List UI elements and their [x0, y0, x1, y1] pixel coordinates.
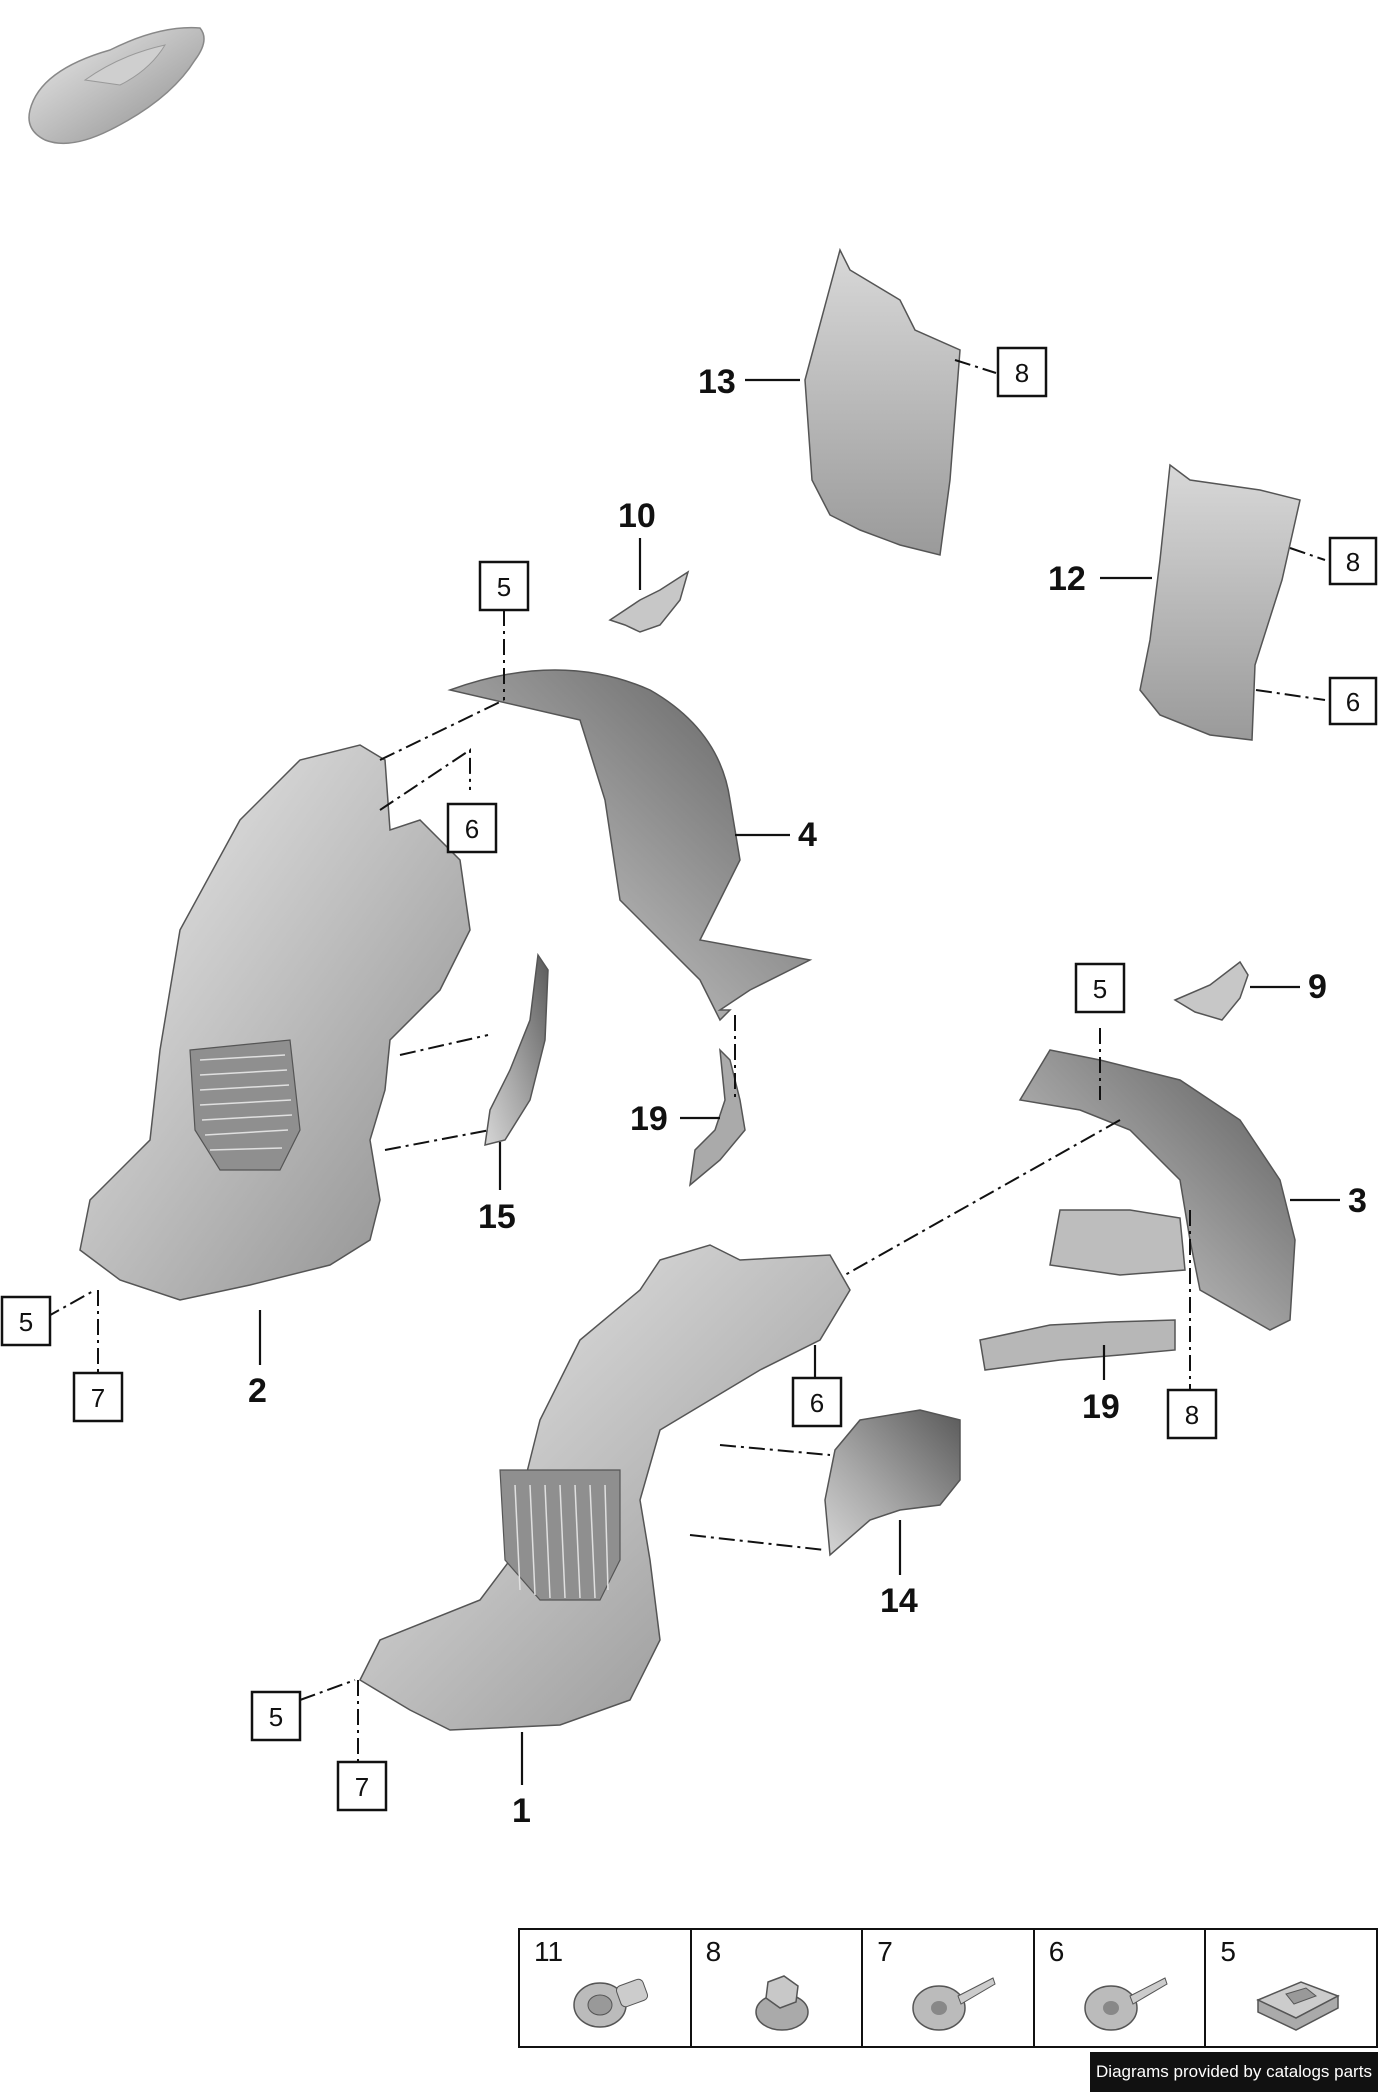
legend-cell-11: 11	[520, 1930, 692, 2046]
boxed-callout-6-top: 6	[446, 802, 498, 854]
boxed-callout-5-part1: 5	[250, 1690, 302, 1742]
clip-rivet-icon	[573, 1978, 649, 2028]
callout-12: 12	[1048, 560, 1086, 598]
svg-text:8: 8	[1346, 547, 1360, 577]
callout-19-right: 19	[1082, 1388, 1120, 1426]
part-12-shape	[1139, 463, 1301, 741]
svg-text:6: 6	[1346, 687, 1360, 717]
part-3-lower-panel	[1049, 1209, 1186, 1276]
callout-2: 2	[248, 1372, 267, 1410]
footer-credit: Diagrams provided by catalogs parts	[1090, 2052, 1378, 2092]
legend-number: 7	[877, 1936, 893, 1967]
svg-text:6: 6	[465, 814, 479, 844]
part-9-shape	[1173, 960, 1249, 1021]
legend-cell-5: 5	[1206, 1930, 1376, 2046]
boxed-callout-7-part2: 7	[72, 1371, 124, 1423]
boxed-callout-6-part12: 6	[1328, 676, 1378, 726]
legend-cell-8: 8	[692, 1930, 864, 2046]
hex-nut-icon	[754, 1975, 809, 2031]
spring-nut-icon	[1256, 1981, 1341, 2031]
svg-text:5: 5	[269, 1702, 283, 1732]
callout-19-upper: 19	[630, 1100, 668, 1138]
legend-cell-7: 7	[863, 1930, 1035, 2046]
part-14-shape	[824, 1409, 961, 1557]
callout-13: 13	[698, 363, 736, 401]
screw-icon	[1084, 1977, 1168, 2031]
legend-number: 5	[1220, 1936, 1236, 1967]
callout-4: 4	[798, 816, 817, 854]
boxed-callout-8-part12: 8	[1328, 536, 1378, 586]
part-10-shape	[608, 570, 690, 633]
part-2-grille	[189, 1039, 301, 1171]
callout-15: 15	[478, 1198, 516, 1236]
legend-number: 6	[1048, 1936, 1065, 1967]
connection-lines	[44, 359, 1326, 1768]
callout-9: 9	[1308, 968, 1327, 1006]
callout-14: 14	[880, 1582, 918, 1620]
boxed-callout-5-part3: 5	[1074, 962, 1126, 1014]
part-1-grille	[499, 1469, 621, 1601]
svg-text:7: 7	[91, 1383, 105, 1413]
part-15-shape	[484, 952, 549, 1146]
boxed-callout-6-part1: 6	[791, 1376, 843, 1428]
car-thumbnail-icon	[28, 26, 205, 145]
legend-number: 8	[705, 1936, 722, 1967]
leader-lines	[258, 378, 1340, 1785]
svg-text:7: 7	[355, 1772, 369, 1802]
fastener-legend: 11 8 7 6 5	[518, 1928, 1378, 2048]
legend-number: 11	[534, 1936, 564, 1967]
legend-cell-6: 6	[1035, 1930, 1207, 2046]
boxed-callout-8-part3: 8	[1166, 1388, 1218, 1440]
part-3-shape	[1018, 1049, 1296, 1331]
boxed-callout-7-part1: 7	[336, 1760, 388, 1812]
part-13-shape	[804, 247, 961, 556]
part-4-shape	[447, 669, 813, 1022]
boxed-callout-8-part13: 8	[996, 346, 1048, 398]
svg-text:5: 5	[497, 572, 511, 602]
part-19b-shape	[979, 1319, 1176, 1371]
svg-text:8: 8	[1015, 358, 1029, 388]
boxed-callout-5-top: 5	[478, 560, 530, 612]
part-2-shape	[79, 744, 471, 1301]
callout-1: 1	[512, 1792, 531, 1830]
boxed-callout-5-part2: 5	[0, 1295, 52, 1347]
svg-text:5: 5	[1093, 974, 1107, 1004]
callout-3: 3	[1348, 1182, 1367, 1220]
screw-icon	[912, 1977, 996, 2031]
svg-text:6: 6	[810, 1388, 824, 1418]
svg-text:8: 8	[1185, 1400, 1199, 1430]
part-2-grille-slats	[199, 1054, 293, 1151]
callout-10: 10	[618, 497, 656, 535]
svg-text:5: 5	[19, 1307, 33, 1337]
part-1-grille-slats	[514, 1484, 609, 1599]
